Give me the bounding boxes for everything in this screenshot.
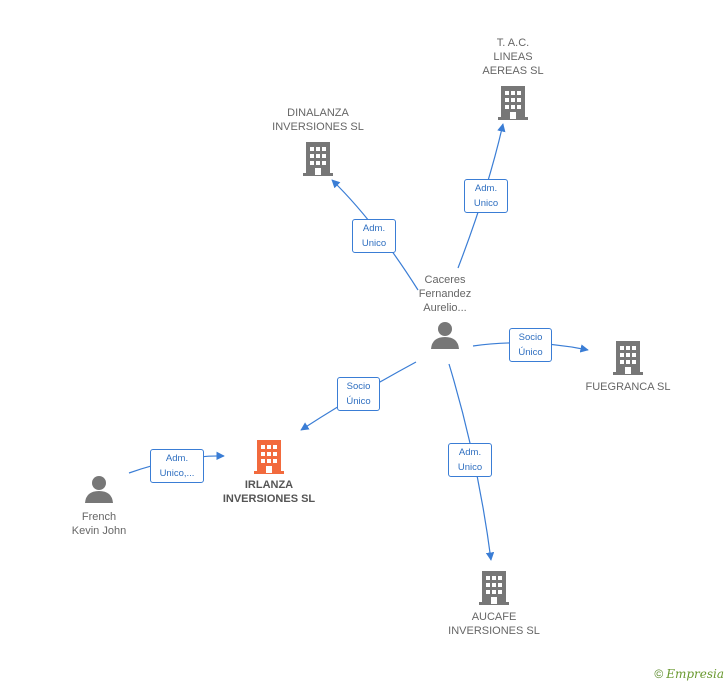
node-label: AUCAFE INVERSIONES SL (448, 611, 540, 637)
node-aucafe[interactable]: AUCAFE INVERSIONES SL (444, 570, 544, 638)
edge-label-tac[interactable]: Adm. Unico (464, 179, 508, 213)
building-icon (498, 86, 528, 120)
person-icon (85, 476, 113, 503)
node-dinalanza[interactable]: DINALANZA INVERSIONES SL (268, 106, 368, 177)
node-tac[interactable]: T. A.C. LINEAS AEREAS SL (468, 36, 558, 121)
footer-brand: ©Empresia (654, 667, 724, 681)
edge-label-irlanza[interactable]: Socio Único (337, 377, 380, 411)
edge-label-dinalanza[interactable]: Adm. Unico (352, 219, 396, 253)
brand-logo[interactable]: Empresia (666, 667, 724, 681)
edge-label-fuegranca[interactable]: Socio Único (509, 328, 552, 362)
building-icon (303, 142, 333, 176)
edge-label-french[interactable]: Adm. Unico,... (150, 449, 204, 483)
person-icon (431, 322, 459, 349)
node-fuegranca[interactable]: FUEGRANCA SL (578, 340, 678, 394)
building-icon (479, 571, 509, 605)
node-label: French Kevin John (71, 511, 127, 537)
node-label: T. A.C. LINEAS AEREAS SL (482, 37, 544, 77)
node-label: FUEGRANCA SL (585, 381, 671, 393)
node-caceres[interactable]: Caceres Fernandez Aurelio... (400, 273, 490, 350)
copyright-icon: © (654, 667, 664, 681)
node-label: Caceres Fernandez Aurelio... (418, 274, 472, 314)
building-icon (254, 440, 284, 474)
node-label: IRLANZA INVERSIONES SL (222, 479, 316, 505)
edge-label-aucafe[interactable]: Adm. Unico (448, 443, 492, 477)
building-icon (613, 341, 643, 375)
node-label: DINALANZA INVERSIONES SL (272, 107, 364, 133)
node-french[interactable]: French Kevin John (54, 474, 144, 538)
node-irlanza[interactable]: IRLANZA INVERSIONES SL (214, 439, 324, 506)
